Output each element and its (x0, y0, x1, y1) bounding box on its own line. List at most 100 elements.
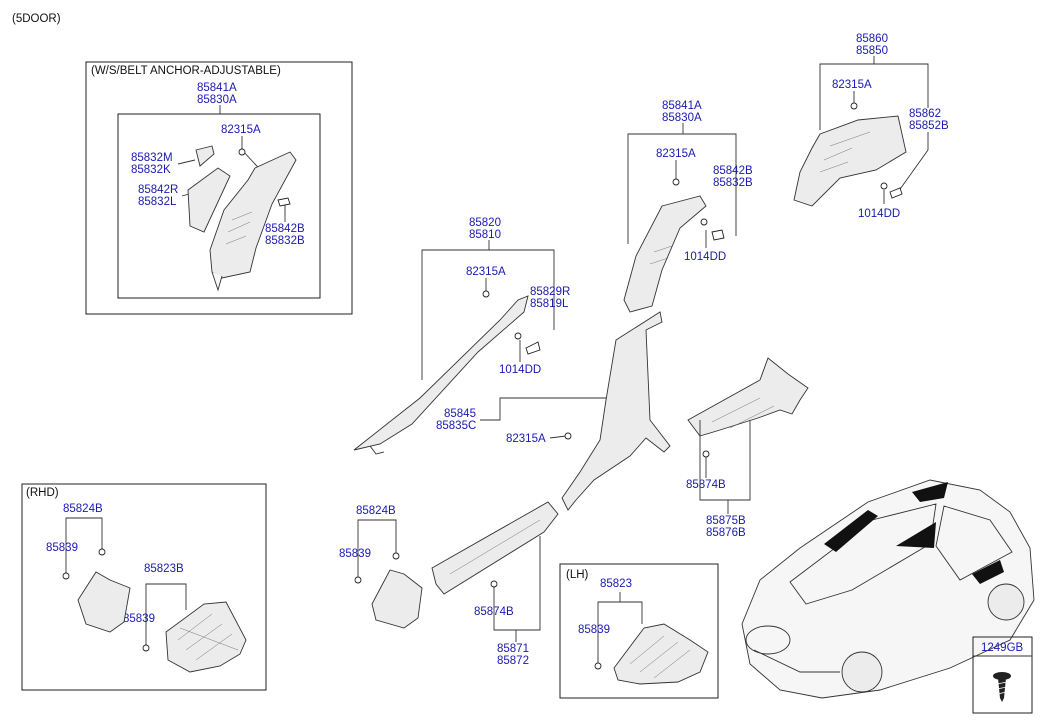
label-85829R[interactable]: 85829R (530, 286, 570, 298)
rear-quarter-trim (793, 115, 907, 207)
label-85862[interactable]: 85862 (909, 108, 941, 120)
car-illustration (741, 479, 1035, 699)
label-85842B-b[interactable]: 85842B (713, 165, 753, 177)
screw-icon (700, 218, 708, 226)
clip-icon (564, 432, 572, 440)
label-85842B[interactable]: 85842B (265, 223, 305, 235)
label-85823-lh[interactable]: 85823 (600, 578, 632, 590)
label-85839-lh[interactable]: 85839 (578, 624, 610, 636)
bumper-line (753, 649, 840, 673)
highlighted-trims (824, 482, 1004, 584)
lh-title: (LH) (566, 569, 589, 581)
rear-wheel (987, 583, 1025, 621)
label-85810[interactable]: 85810 (469, 229, 501, 241)
label-85874B-a[interactable]: 85874B (686, 479, 726, 491)
label-85842R[interactable]: 85842R (138, 184, 178, 196)
rear-scuff-trim (687, 357, 809, 437)
kick-panel-rhd (77, 571, 131, 633)
rhd-frame (21, 483, 267, 691)
label-1014DD-b[interactable]: 1014DD (684, 251, 726, 263)
front-scuff-trim (431, 501, 559, 595)
label-85832K[interactable]: 85832K (131, 164, 171, 176)
headlamp (745, 625, 791, 655)
label-1014DD-d[interactable]: 1014DD (499, 364, 541, 376)
screw-frame (972, 636, 1033, 714)
scuff-front-group: 85874B 85871 85872 (431, 501, 559, 667)
clip-icon (594, 662, 602, 670)
a-pillar-tab (369, 445, 385, 455)
screw-icon (993, 672, 1011, 702)
label-82315A-d[interactable]: 82315A (466, 266, 506, 278)
b-pillar-lower-trim (561, 311, 671, 511)
wsbelt-inner-frame (117, 113, 321, 299)
label-85819L[interactable]: 85819L (530, 298, 569, 310)
label-85823B-rhd[interactable]: 85823B (144, 563, 184, 575)
label-85832M[interactable]: 85832M (131, 152, 173, 164)
center-pillar-upper-group: 85841A 85830A 82315A 85842B 85832B 1014D… (623, 100, 753, 313)
label-85824B-rhd[interactable]: 85824B (63, 503, 103, 515)
screw-icon (514, 332, 522, 340)
label-85832B[interactable]: 85832B (265, 235, 305, 247)
side-window (935, 505, 1013, 581)
header-5door: (5DOOR) (12, 13, 61, 25)
cover-icon (889, 187, 903, 199)
label-85835C[interactable]: 85835C (436, 420, 476, 432)
kick-panel-group: 85824B 85839 (339, 505, 423, 629)
screw-icon (880, 182, 888, 190)
label-82315A-b[interactable]: 82315A (656, 148, 696, 160)
clip-icon (62, 572, 70, 580)
a-pillar-trim (353, 295, 529, 451)
label-85852B[interactable]: 85852B (909, 120, 949, 132)
wsbelt-title: (W/S/BELT ANCHOR-ADJUSTABLE) (91, 65, 281, 77)
label-85875B[interactable]: 85875B (706, 515, 746, 527)
label-85871[interactable]: 85871 (497, 643, 529, 655)
label-85860[interactable]: 85860 (856, 33, 888, 45)
label-85841A[interactable]: 85841A (197, 82, 237, 94)
car-body (741, 479, 1035, 699)
cover-icon (525, 341, 541, 355)
lh-frame (559, 563, 719, 699)
anchor-cover-icon (277, 197, 291, 207)
clip-icon (98, 548, 106, 556)
front-wheel (841, 651, 883, 693)
cowl-side-trim-rhd (165, 601, 247, 673)
label-1249GB[interactable]: 1249GB (981, 642, 1024, 654)
label-85839-rhd-b[interactable]: 85839 (123, 613, 155, 625)
label-85830A[interactable]: 85830A (197, 94, 237, 106)
clip-icon (850, 102, 858, 110)
clip-icon (490, 580, 498, 588)
label-85839-mid[interactable]: 85839 (339, 548, 371, 560)
label-85876B[interactable]: 85876B (706, 527, 746, 539)
belt-cover-small (195, 145, 215, 167)
label-85832L[interactable]: 85832L (138, 196, 177, 208)
rear-quarter-group: 85860 85850 82315A 85862 85852B 1014DD (793, 33, 949, 220)
a-pillar-group: 85820 85810 82315A 85829R 85819L 1014DD (353, 217, 570, 455)
clip-icon (702, 450, 710, 458)
label-85820[interactable]: 85820 (469, 217, 501, 229)
label-1014DD-c[interactable]: 1014DD (858, 208, 900, 220)
label-85841A-b[interactable]: 85841A (662, 100, 702, 112)
label-85845[interactable]: 85845 (444, 408, 476, 420)
label-85832B-b[interactable]: 85832B (713, 177, 753, 189)
label-85824B-mid[interactable]: 85824B (356, 505, 396, 517)
clip-icon (672, 178, 680, 186)
label-85850[interactable]: 85850 (856, 45, 888, 57)
label-82315A[interactable]: 82315A (221, 124, 261, 136)
center-pillar-upper-trim (209, 151, 297, 279)
wsbelt-frame (85, 61, 353, 315)
lh-group: (LH) 85823 85839 (559, 563, 719, 699)
clip-icon (238, 148, 246, 156)
label-85872[interactable]: 85872 (497, 655, 529, 667)
label-85830A-b[interactable]: 85830A (662, 112, 702, 124)
clip-icon (392, 552, 400, 560)
cowl-side-trim-lh (613, 623, 709, 685)
wsbelt-group: (W/S/BELT ANCHOR-ADJUSTABLE) 85841A 8583… (85, 61, 353, 315)
label-82315A-c[interactable]: 82315A (832, 79, 872, 91)
clip-icon (482, 290, 490, 298)
rhd-title: (RHD) (26, 487, 59, 499)
center-pillar-upper-trim-b (623, 195, 707, 313)
label-85839-rhd-a[interactable]: 85839 (46, 542, 78, 554)
label-82315A-e[interactable]: 82315A (506, 433, 546, 445)
belt-guide (187, 167, 231, 233)
